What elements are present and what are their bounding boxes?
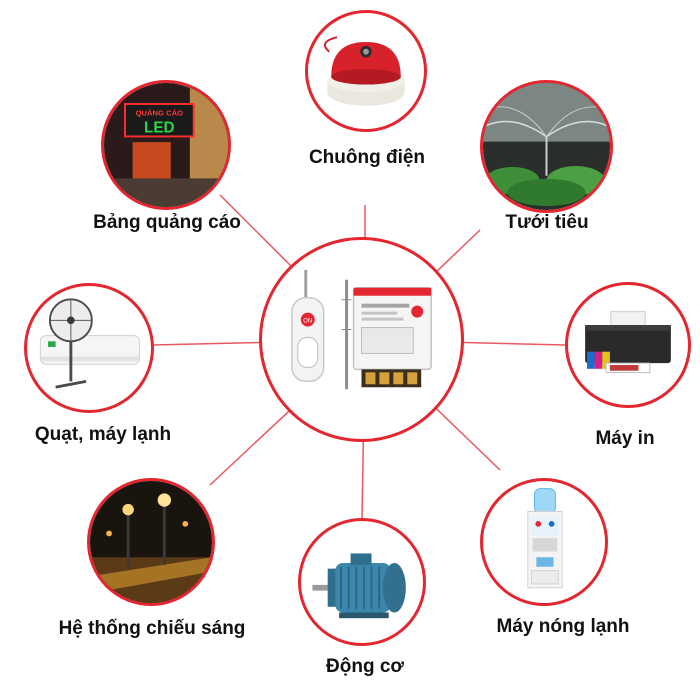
label-motor: Động cơ <box>326 656 404 677</box>
printer-icon <box>585 311 671 374</box>
signboard-line1: QUẢNG CÁO <box>136 108 184 117</box>
node-bell <box>305 10 427 132</box>
label-lighting: Hệ thống chiếu sáng <box>58 618 246 639</box>
node-irrigation <box>480 80 613 213</box>
fan-aircon-icon <box>39 298 141 389</box>
label-water: Máy nóng lạnh <box>496 616 630 637</box>
center-node: ON <box>259 237 464 442</box>
water-dispenser-icon <box>527 488 563 589</box>
label-bell: Chuông điện <box>308 147 426 168</box>
label-irrigation: Tưới tiêu <box>505 212 589 233</box>
node-fan <box>24 283 154 413</box>
electric-motor-icon <box>312 553 406 619</box>
label-printer: Máy in <box>595 428 655 449</box>
node-printer <box>565 282 691 408</box>
node-lighting <box>87 478 215 606</box>
node-sign: QUẢNG CÁO LED <box>101 80 231 210</box>
remote-on-text: ON <box>303 319 312 325</box>
label-fan: Quạt, máy lạnh <box>34 424 172 445</box>
electric-bell-icon <box>323 36 405 106</box>
node-motor <box>298 518 426 646</box>
signboard-line2: LED <box>144 120 175 137</box>
led-signboard-icon: QUẢNG CÁO LED <box>104 83 228 207</box>
rf-remote-switch-kit-icon: ON <box>291 269 432 390</box>
street-light-icon <box>90 481 212 603</box>
label-sign: Bảng quảng cáo <box>93 212 241 233</box>
node-water <box>480 478 608 606</box>
sprinkler-icon <box>483 83 610 210</box>
